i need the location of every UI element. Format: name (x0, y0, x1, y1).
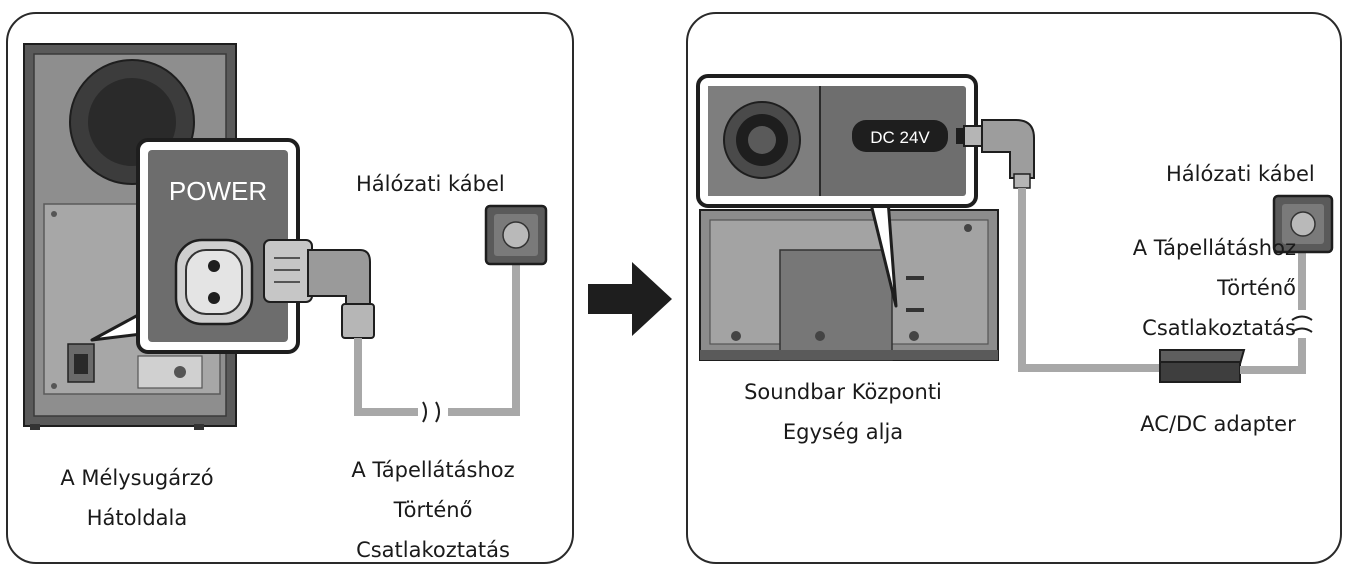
cable-break-icon (422, 401, 440, 423)
cable-label: Hálózati kábel (356, 172, 505, 196)
power-label: POWER (169, 176, 267, 206)
dc-label: DC 24V (870, 128, 930, 147)
power-plug (263, 239, 375, 339)
dc-plug (963, 119, 1035, 189)
soundbar-illustration: DC 24V (696, 74, 1334, 383)
subwoofer-caption: A Mélysugárzó Hátoldala (60, 466, 214, 530)
left-panel: POWER Hálózati kábel A Mélysugárzó Hátol… (6, 12, 574, 564)
ac-dc-adapter (1159, 349, 1246, 383)
power-callout (136, 138, 300, 354)
subwoofer-illustration: POWER (23, 43, 548, 430)
cable-label: Hálózati kábel (1166, 162, 1315, 186)
cable-break-icon (1291, 315, 1313, 333)
wall-outlet (1272, 194, 1334, 254)
soundbar-caption: Soundbar Központi Egység alja (744, 380, 942, 444)
wall-outlet (484, 204, 548, 266)
dc-callout (696, 74, 978, 208)
connection-caption: A Tápellátáshoz Történő Csatlakoztatás (351, 458, 515, 562)
right-panel: DC 24V Hálózati kábel A Tápellátáshoz Tö… (686, 12, 1342, 564)
connection-caption: A Tápellátáshoz Történő Csatlakoztatás (1132, 236, 1296, 340)
power-cable (354, 338, 418, 416)
adapter-label: AC/DC adapter (1140, 412, 1296, 436)
dc-cable (1018, 188, 1160, 372)
right-arrow-icon (588, 262, 672, 336)
soundbar-bottom (699, 209, 999, 361)
